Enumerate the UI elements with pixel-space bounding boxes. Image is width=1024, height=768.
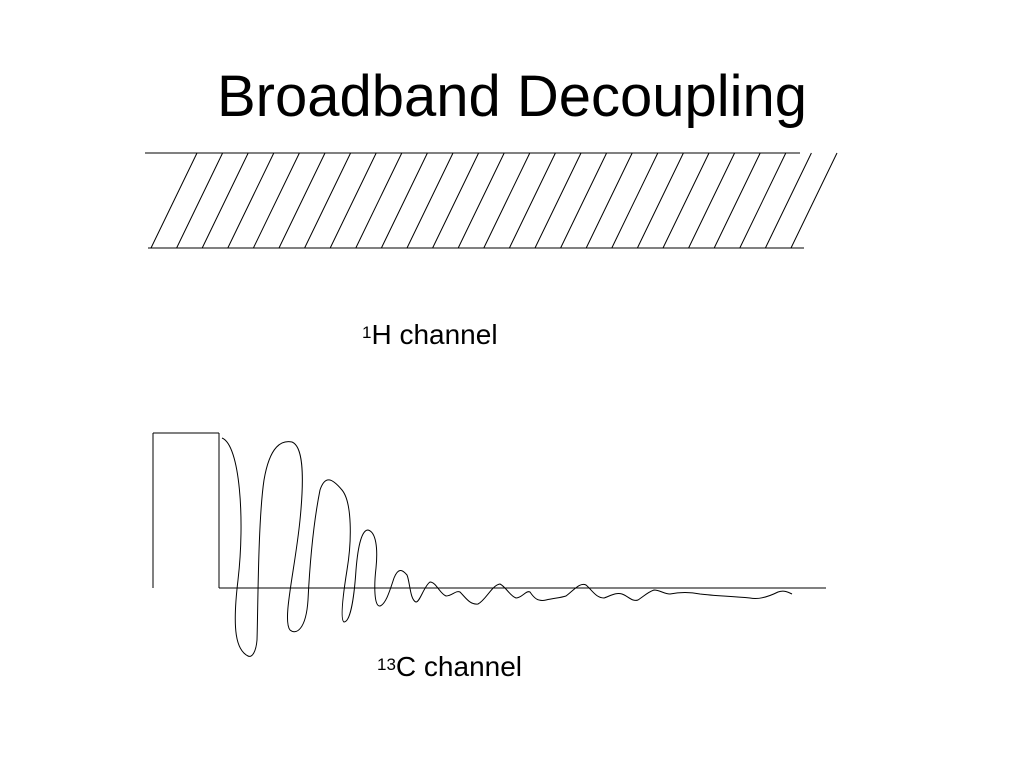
- hatch-line: [406, 152, 454, 249]
- hatch-line: [688, 152, 736, 249]
- c-channel-isotope: 13: [377, 655, 396, 674]
- hatch-line: [252, 152, 300, 249]
- hatch-line: [560, 152, 608, 249]
- hatch-line: [304, 152, 352, 249]
- h-channel-text: H channel: [371, 319, 498, 350]
- hatch-line: [355, 152, 403, 249]
- hatch-line: [636, 152, 684, 249]
- hatch-line: [790, 152, 838, 249]
- carbon-fid-signal: [152, 432, 826, 657]
- h-channel-label: 1H channel: [362, 318, 498, 352]
- hatch-line: [739, 152, 787, 249]
- slide-title: Broadband Decoupling: [216, 64, 808, 129]
- fid-waveform: [221, 437, 793, 657]
- hatch-line: [329, 152, 377, 249]
- hatch-line: [201, 152, 249, 249]
- hatch-line: [483, 152, 531, 249]
- hatch-line: [585, 152, 633, 249]
- hatch-line: [150, 152, 198, 249]
- decoupling-band: [145, 152, 838, 249]
- hatch-line: [662, 152, 710, 249]
- hatch-line: [278, 152, 326, 249]
- hatch-lines: [150, 152, 838, 249]
- hatch-line: [432, 152, 480, 249]
- hatch-line: [457, 152, 505, 249]
- hatch-line: [764, 152, 812, 249]
- h-channel-isotope: 1: [362, 323, 372, 342]
- hatch-line: [534, 152, 582, 249]
- hatch-line: [508, 152, 556, 249]
- hatch-line: [380, 152, 428, 249]
- hatch-line: [713, 152, 761, 249]
- hatch-line: [176, 152, 224, 249]
- hatch-line: [227, 152, 275, 249]
- c-channel-label: 13C channel: [377, 650, 522, 684]
- c-channel-text: C channel: [395, 651, 523, 682]
- hatch-line: [611, 152, 659, 249]
